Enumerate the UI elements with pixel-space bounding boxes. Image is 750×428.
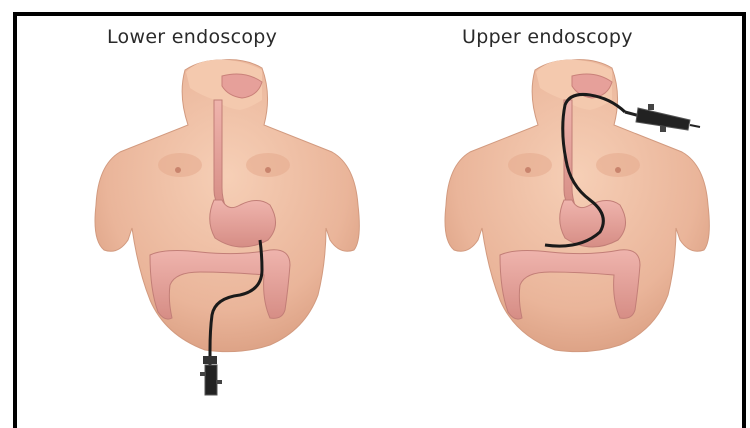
upper-scope-handle xyxy=(625,104,700,132)
upper-stomach xyxy=(560,200,626,247)
lower-figure xyxy=(95,60,359,395)
lower-stomach xyxy=(210,200,276,247)
upper-figure xyxy=(445,60,709,352)
lower-scope-handle xyxy=(200,356,222,395)
